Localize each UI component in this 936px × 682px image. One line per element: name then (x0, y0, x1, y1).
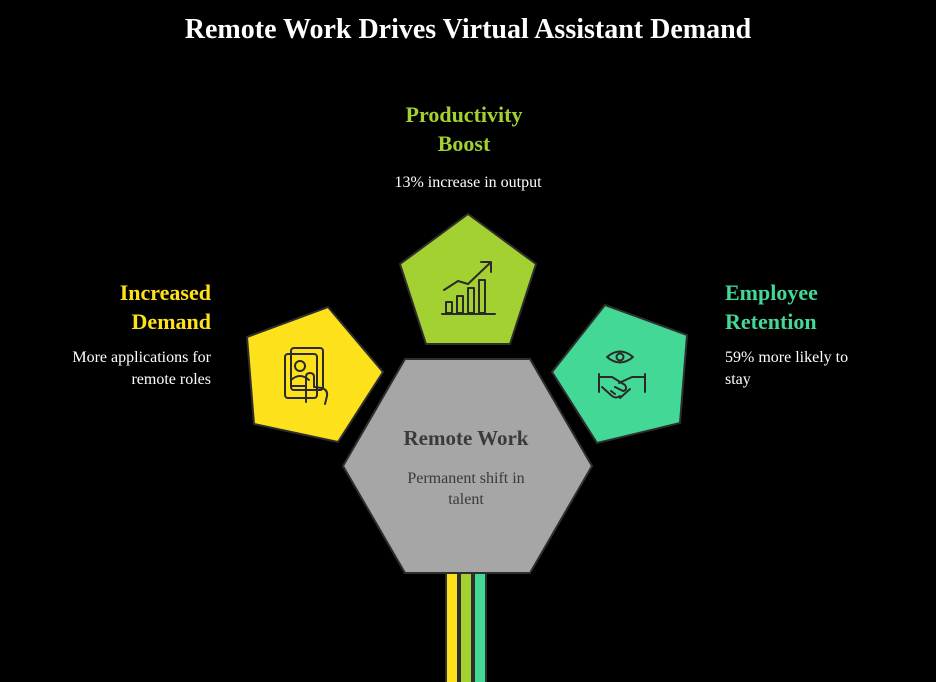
remote-work-description-line: Permanent shift in (407, 470, 525, 487)
remote-work-description-line: talent (448, 491, 484, 508)
handshake-eye-icon (598, 350, 646, 399)
demand-heading: Increased Demand (40, 278, 211, 336)
stem-stripe-lime (459, 559, 473, 682)
productivity-heading-line: Boost (437, 131, 491, 156)
productivity-pentagon[interactable] (398, 212, 538, 345)
productivity-heading: Productivity Boost (364, 100, 564, 158)
stem-stripes (445, 559, 487, 682)
productivity-description-line: 13% increase in output (394, 174, 542, 191)
stem-stripe-green (473, 559, 487, 682)
diagram-title: Remote Work Drives Virtual Assistant Dem… (184, 14, 752, 45)
demand-pentagon[interactable] (245, 305, 385, 444)
remote-work-description: Permanent shift in talent (380, 468, 552, 510)
productivity-heading-line: Productivity (405, 102, 523, 127)
demand-description: More applications for remote roles (30, 347, 211, 391)
growth-chart-icon (441, 261, 496, 315)
remote-work-hexagon[interactable] (341, 358, 594, 574)
demand-description-line: More applications for (72, 349, 211, 366)
retention-description-line: 59% more likely to (725, 349, 849, 366)
stem-stripe-yellow (445, 559, 459, 682)
retention-heading: Employee Retention (725, 278, 915, 336)
retention-pentagon[interactable] (550, 303, 689, 445)
application-profile-icon (284, 347, 329, 405)
demand-heading-line: Demand (131, 309, 211, 334)
retention-heading-line: Employee (725, 280, 818, 305)
retention-description: 59% more likely to stay (725, 347, 915, 391)
retention-heading-line: Retention (725, 309, 817, 334)
remote-work-title: Remote Work (403, 426, 529, 450)
retention-description-line: stay (725, 371, 751, 388)
productivity-description: 13% increase in output (344, 172, 592, 194)
demand-description-line: remote roles (131, 371, 211, 388)
demand-heading-line: Increased (119, 280, 211, 305)
